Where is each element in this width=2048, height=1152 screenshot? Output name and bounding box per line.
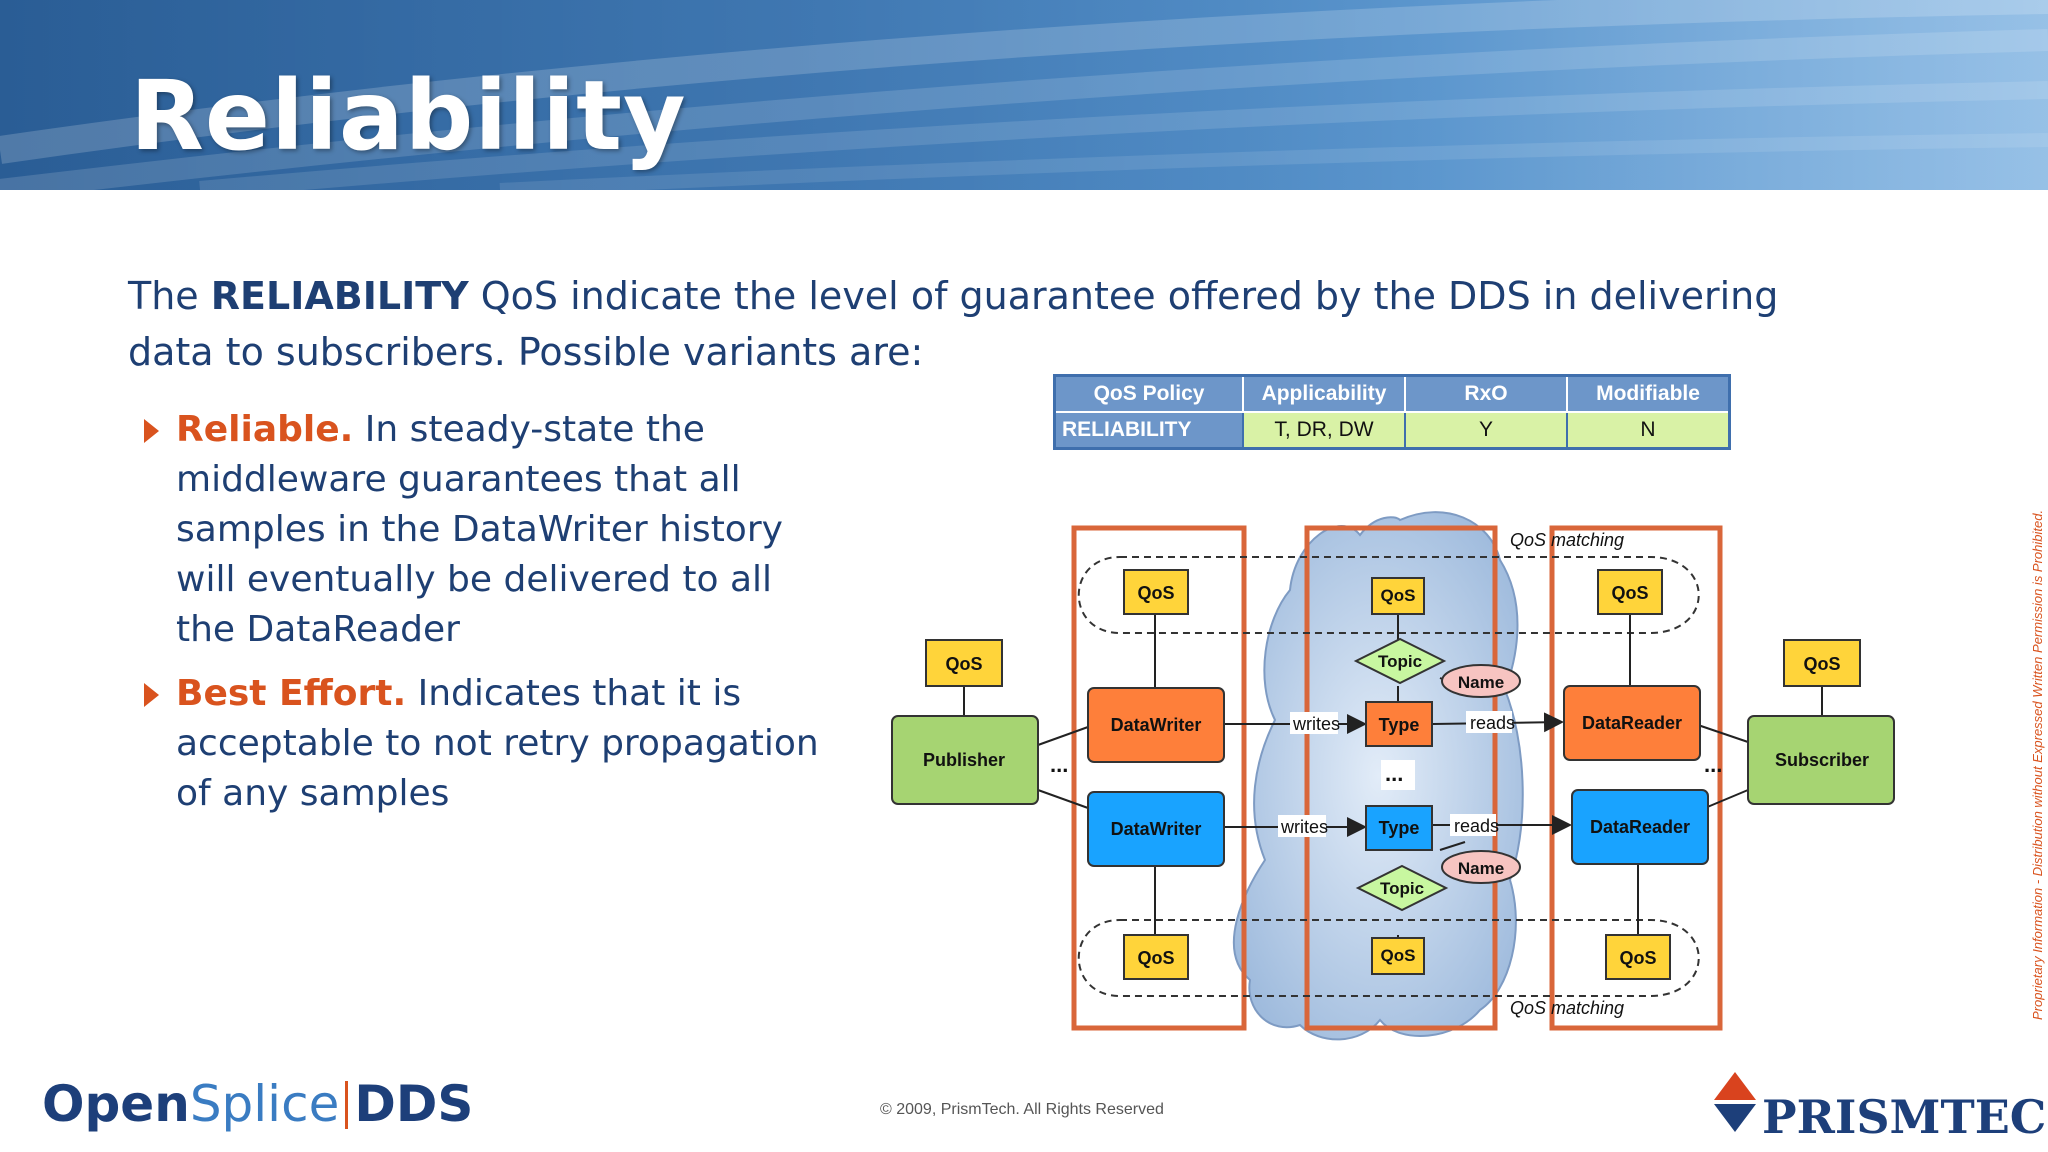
- datareader-bottom: DataReader: [1571, 789, 1709, 865]
- bullet-term: Best Effort.: [176, 673, 407, 714]
- bullet-term: Reliable.: [176, 409, 354, 450]
- svg-text:Type: Type: [1379, 715, 1420, 735]
- qos-box-reader-bottom: QoS: [1605, 934, 1671, 980]
- type-ellipsis-box: [1381, 760, 1415, 790]
- writer-side-frame: [1071, 525, 1247, 1031]
- bullet-list: Reliable. In steady-state the middleware…: [140, 405, 840, 833]
- subscriber-node: Subscriber: [1747, 715, 1895, 805]
- svg-text:Name: Name: [1458, 673, 1504, 692]
- intro-rest: QoS indicate the level of guarantee offe…: [128, 274, 1779, 374]
- type-ellipsis: ...: [1385, 761, 1403, 786]
- writes-label-bottom: writes: [1280, 817, 1328, 837]
- reads-label-bottom: reads: [1454, 816, 1499, 836]
- prismtech-logo: PRISMTECH: [1712, 1070, 2048, 1144]
- writes-label-bg: [1290, 712, 1338, 734]
- svg-text:QoS: QoS: [1137, 948, 1174, 968]
- qos-matching-bottom-label: QoS matching: [1510, 998, 1624, 1018]
- writes-label-top: writes: [1292, 714, 1340, 734]
- svg-text:DataReader: DataReader: [1590, 817, 1690, 837]
- publisher-node: Publisher: [891, 715, 1039, 805]
- svg-text:QoS: QoS: [1619, 948, 1656, 968]
- bullet-arrow-icon: [144, 419, 159, 443]
- bullet-reliable: Reliable. In steady-state the middleware…: [140, 405, 840, 655]
- table-header-row: QoS Policy Applicability RxO Modifiable: [1053, 374, 1731, 413]
- header-banner: Reliability: [0, 0, 2048, 190]
- name-ellipse-bottom: Name: [1441, 850, 1521, 884]
- logo-part-splice: Splice: [189, 1075, 340, 1133]
- header-modifiable: Modifiable: [1566, 374, 1731, 413]
- intro-paragraph: The RELIABILITY QoS indicate the level o…: [128, 268, 1828, 380]
- qos-box-subscriber: QoS: [1783, 639, 1861, 687]
- intro-keyword: RELIABILITY: [210, 274, 469, 318]
- datawriter-bottom: DataWriter: [1087, 791, 1225, 867]
- qos-matching-top: [1077, 556, 1700, 634]
- logo-part-dds: DDS: [354, 1075, 474, 1133]
- cell-policy: RELIABILITY: [1053, 411, 1244, 450]
- svg-text:QoS: QoS: [945, 654, 982, 674]
- svg-text:QoS: QoS: [1381, 586, 1416, 605]
- topic-diamond-top: Topic: [1353, 637, 1447, 685]
- qos-box-reader-top: QoS: [1597, 569, 1663, 615]
- svg-text:QoS: QoS: [1803, 654, 1840, 674]
- qos-matching-bottom: [1077, 919, 1700, 997]
- bullet-text: Indicates that it is acceptable to not r…: [176, 673, 819, 814]
- prismtech-mark-icon: [1714, 1072, 1756, 1132]
- logo-divider: [345, 1081, 349, 1129]
- publisher-ellipsis: ...: [1050, 752, 1068, 777]
- datawriter-top: DataWriter: [1087, 687, 1225, 763]
- cell-applicability: T, DR, DW: [1242, 411, 1406, 450]
- qos-box-writer-top: QoS: [1123, 569, 1189, 615]
- writes-label-bg: [1278, 815, 1326, 837]
- reader-side-frame: [1549, 525, 1723, 1031]
- topic-frame: [1304, 525, 1498, 1031]
- intro-prefix: The: [128, 274, 211, 318]
- logo-part-open: Open: [42, 1075, 190, 1133]
- qos-matching-top-label: QoS matching: [1510, 530, 1624, 550]
- svg-text:Type: Type: [1379, 818, 1420, 838]
- cell-rxo: Y: [1404, 411, 1568, 450]
- svg-text:Topic: Topic: [1380, 879, 1424, 898]
- subscriber-ellipsis: ...: [1704, 752, 1722, 777]
- qos-box-publisher: QoS: [925, 639, 1003, 687]
- svg-text:QoS: QoS: [1381, 946, 1416, 965]
- prismtech-wordmark: PRISMTECH: [1762, 1090, 2048, 1144]
- name-ellipse-top: Name: [1441, 664, 1521, 698]
- type-box-bottom: Type: [1365, 805, 1433, 851]
- topic-diamond-bottom: Topic: [1355, 864, 1449, 912]
- svg-text:DataWriter: DataWriter: [1111, 715, 1202, 735]
- qos-policy-table: QoS Policy Applicability RxO Modifiable …: [1053, 374, 1731, 450]
- bullet-best-effort: Best Effort. Indicates that it is accept…: [140, 669, 840, 819]
- type-box-top: Type: [1365, 701, 1433, 747]
- proprietary-notice: Proprietary Information - Distribution w…: [2030, 509, 2045, 1020]
- svg-text:Publisher: Publisher: [923, 750, 1005, 770]
- copyright-text: © 2009, PrismTech. All Rights Reserved: [880, 1101, 1164, 1118]
- svg-text:QoS: QoS: [1611, 583, 1648, 603]
- qos-box-writer-bottom: QoS: [1123, 934, 1189, 980]
- header-qos-policy: QoS Policy: [1053, 374, 1244, 413]
- svg-text:Subscriber: Subscriber: [1775, 750, 1869, 770]
- header-applicability: Applicability: [1242, 374, 1406, 413]
- svg-text:DataWriter: DataWriter: [1111, 819, 1202, 839]
- reads-label-top: reads: [1470, 713, 1515, 733]
- svg-text:QoS: QoS: [1137, 583, 1174, 603]
- svg-text:Topic: Topic: [1378, 652, 1422, 671]
- svg-text:Name: Name: [1458, 859, 1504, 878]
- reads-label-bg: [1466, 711, 1512, 733]
- cell-modifiable: N: [1566, 411, 1731, 450]
- qos-box-topic-bottom: QoS: [1371, 937, 1425, 975]
- bullet-text: In steady-state the middleware guarantee…: [176, 409, 783, 650]
- svg-text:DataReader: DataReader: [1582, 713, 1682, 733]
- datareader-top: DataReader: [1563, 685, 1701, 761]
- table-row: RELIABILITY T, DR, DW Y N: [1053, 411, 1731, 450]
- slide-title: Reliability: [130, 60, 687, 172]
- bullet-arrow-icon: [144, 683, 159, 707]
- qos-box-topic-top: QoS: [1371, 577, 1425, 615]
- banner-decoration: [0, 0, 2048, 190]
- header-rxo: RxO: [1404, 374, 1568, 413]
- reads-label-bg: [1450, 814, 1496, 836]
